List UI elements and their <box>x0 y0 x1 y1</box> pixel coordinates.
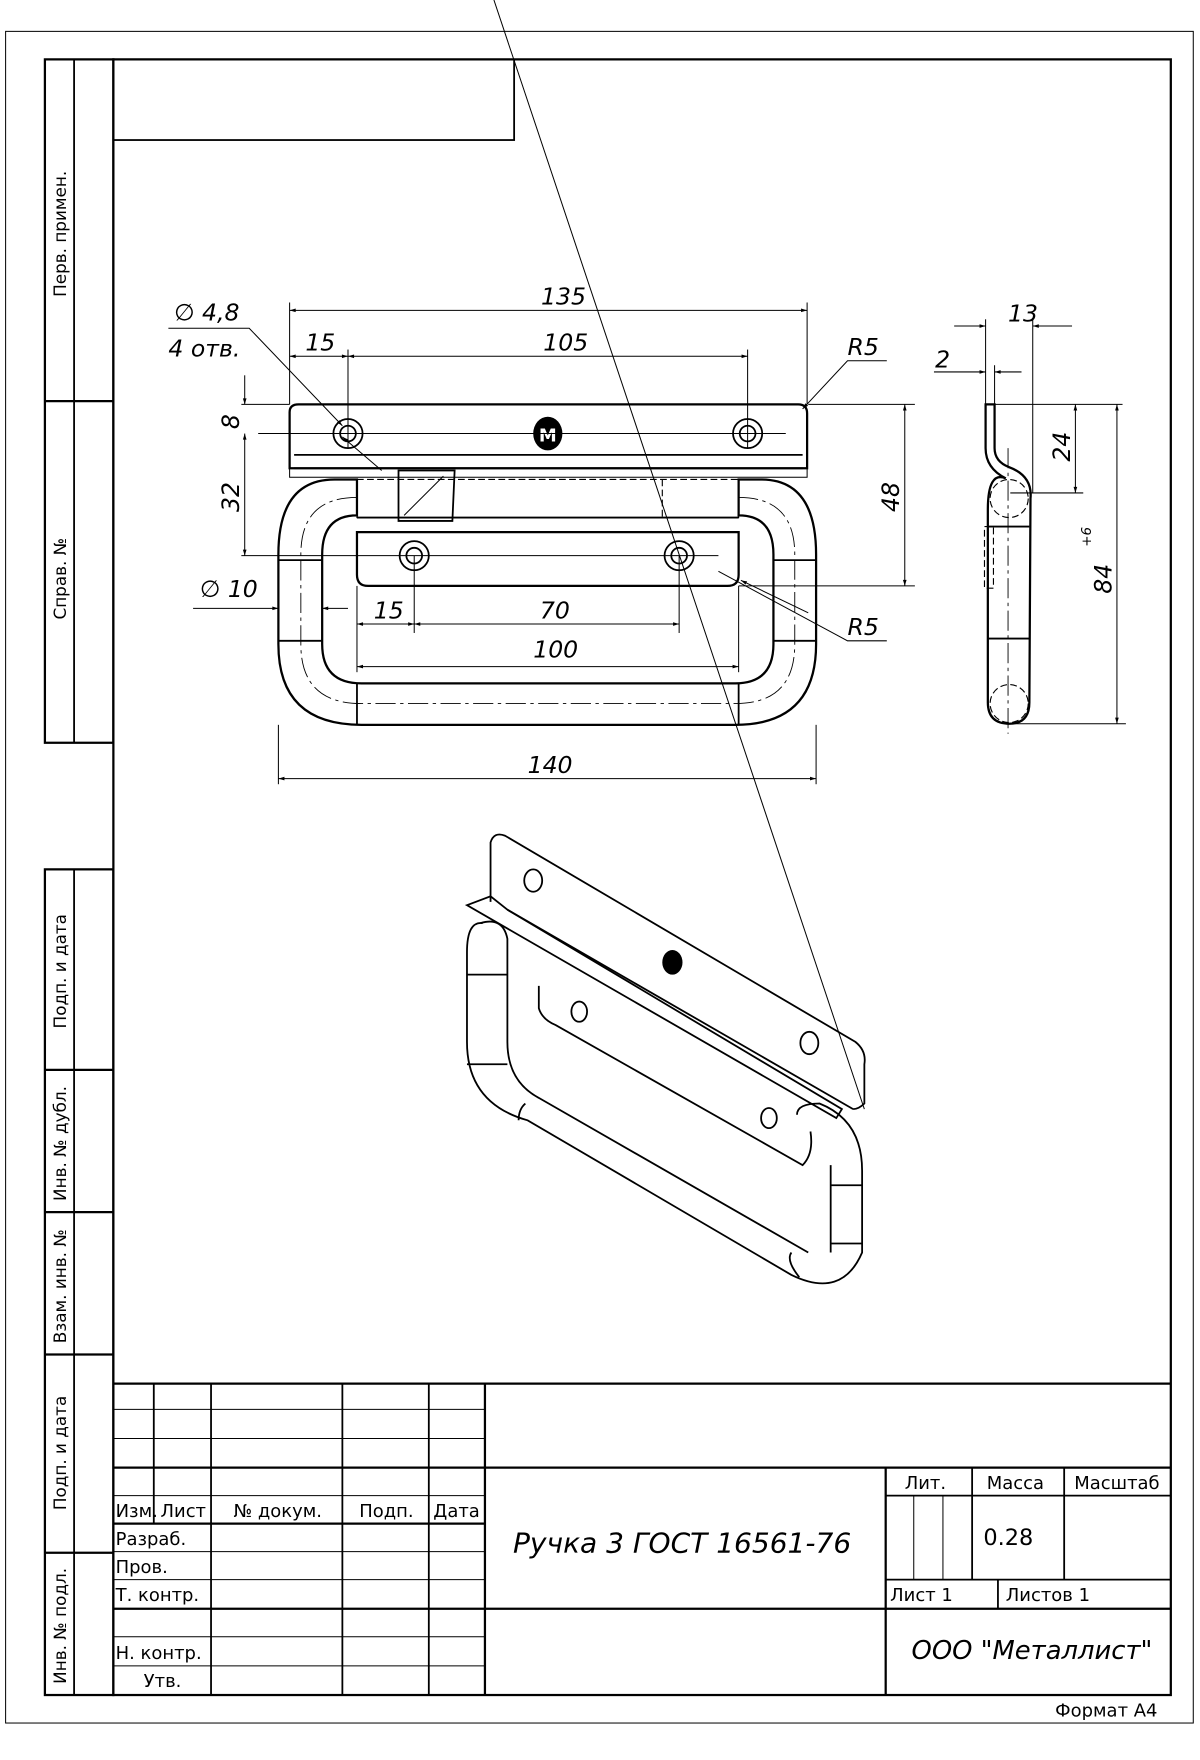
dim-r5-bottom: R5 <box>848 613 879 641</box>
dim-140: 140 <box>528 751 573 779</box>
side-view: 13 2 24 84 +6 <box>933 300 1126 734</box>
title-block: Изм. Лист № докум. Подп. Дата Разраб. Пр… <box>113 1382 1171 1696</box>
role-approved: Утв. <box>144 1671 182 1692</box>
header-list: Лист <box>161 1501 207 1522</box>
dim-8: 8 <box>217 414 245 429</box>
front-view: M <box>168 283 915 785</box>
organization: ООО "Металлист" <box>912 1636 1153 1666</box>
side-stamps: Перв. примен. Справ. № Подп. и дата Инв.… <box>43 58 115 1697</box>
dim-70: 70 <box>540 596 570 624</box>
mass-label: Масса <box>987 1473 1044 1494</box>
top-left-box <box>112 58 516 141</box>
dim-32: 32 <box>217 482 245 512</box>
dim-r5-top: R5 <box>848 333 879 361</box>
dim-rod-diameter: ∅ 10 <box>200 575 258 603</box>
role-tech-control: Т. контр. <box>115 1585 200 1606</box>
stamp-reference-no: Справ. № <box>50 538 70 620</box>
role-checker: Пров. <box>116 1557 168 1578</box>
stamp-original-inv-no: Инв. № подл. <box>50 1568 70 1684</box>
svg-text:M: M <box>539 425 557 446</box>
dim-48: 48 <box>877 482 905 512</box>
stamp-sign-date-2: Подп. и дата <box>50 1396 70 1510</box>
hole-diameter-label: ∅ 4,8 <box>174 298 239 326</box>
header-doc-no: № докум. <box>233 1501 322 1522</box>
trim-border <box>5 30 1194 1724</box>
header-sign: Подп. <box>359 1501 413 1522</box>
stamp-replace-inv-no: Взам. инв. № <box>50 1229 70 1343</box>
header-date: Дата <box>433 1501 479 1522</box>
stamp-first-use: Перв. примен. <box>50 171 70 297</box>
stamp-dup-inv-no: Инв. № дубл. <box>50 1086 70 1201</box>
dim-84: 84 <box>1089 564 1117 594</box>
dim-15-bottom: 15 <box>374 596 404 624</box>
hole-count-label: 4 отв. <box>168 334 240 362</box>
lit-label: Лит. <box>905 1473 946 1494</box>
dim-135: 135 <box>541 283 586 311</box>
sheet-number: Лист 1 <box>890 1585 953 1606</box>
header-izm: Изм. <box>116 1501 158 1522</box>
dim-105: 105 <box>543 329 588 357</box>
dim-24: 24 <box>1048 432 1076 462</box>
dim-84-tolerance: +6 <box>1080 527 1095 547</box>
role-norm-control: Н. контр. <box>116 1643 202 1664</box>
sheet-count: Листов 1 <box>1006 1585 1090 1606</box>
drawing-title: Ручка 3 ГОСТ 16561-76 <box>513 1527 851 1560</box>
dim-2: 2 <box>935 345 950 373</box>
role-developer: Разраб. <box>116 1529 187 1550</box>
isometric-view <box>464 0 866 1285</box>
dim-15-top: 15 <box>305 329 335 357</box>
dim-100: 100 <box>533 636 578 664</box>
mass-value: 0.28 <box>983 1525 1033 1551</box>
scale-label: Масштаб <box>1074 1473 1159 1494</box>
format-label: Формат А4 <box>1055 1700 1157 1721</box>
stamp-sign-date-1: Подп. и дата <box>50 914 70 1028</box>
dim-13: 13 <box>1008 300 1038 328</box>
